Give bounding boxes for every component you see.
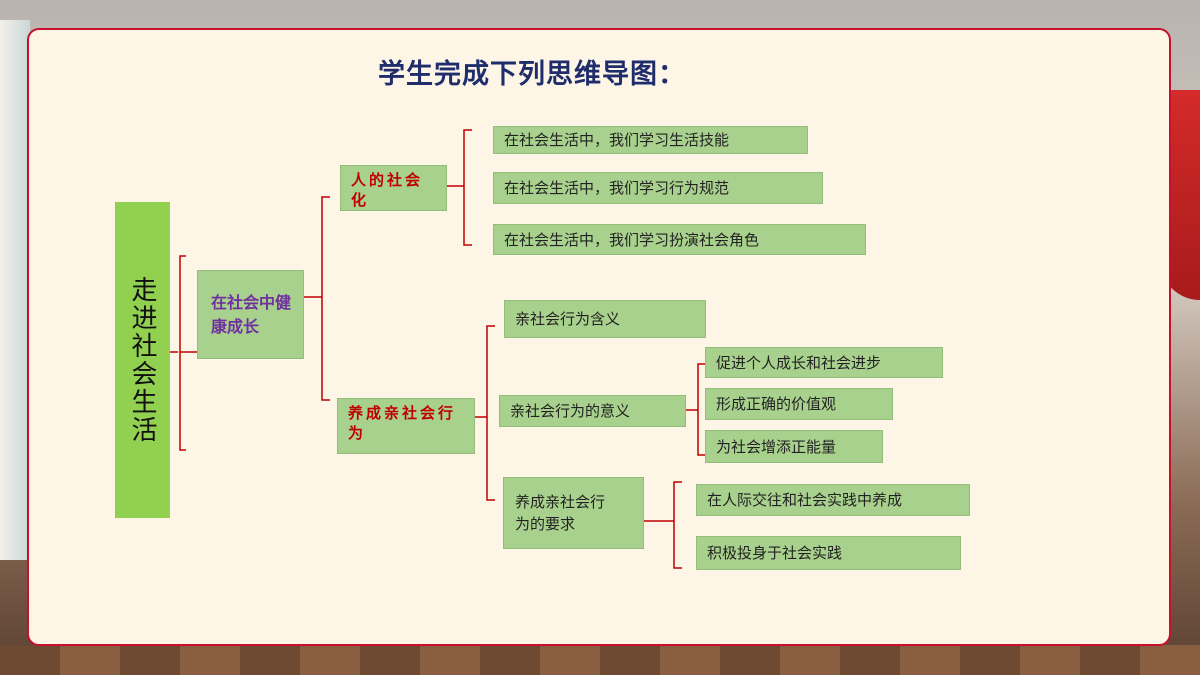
root-node: 走进社会生活 bbox=[115, 202, 170, 518]
leaf-social-practice: 积极投身于社会实践 bbox=[696, 536, 961, 570]
node-prosocial-requirement: 养成亲社会行为的要求 bbox=[503, 477, 644, 549]
leaf-life-skills: 在社会生活中，我们学习生活技能 bbox=[493, 126, 808, 154]
main-node: 在社会中健康成长 bbox=[197, 270, 304, 359]
leaf-social-roles: 在社会生活中，我们学习扮演社会角色 bbox=[493, 224, 866, 255]
branch-prosocial: 养成亲社会行为 bbox=[337, 398, 475, 454]
leaf-positive-energy: 为社会增添正能量 bbox=[705, 430, 883, 463]
branch-socialization: 人的社会化 bbox=[340, 165, 447, 211]
root-label: 走进社会生活 bbox=[127, 276, 157, 444]
page-title: 学生完成下列思维导图： bbox=[378, 59, 686, 90]
leaf-behavior-norms: 在社会生活中，我们学习行为规范 bbox=[493, 172, 823, 204]
leaf-interaction-practice: 在人际交往和社会实践中养成 bbox=[696, 484, 970, 516]
leaf-personal-growth: 促进个人成长和社会进步 bbox=[705, 347, 943, 378]
branch-prosocial-label: 养成亲社会行为 bbox=[348, 404, 457, 442]
branch-socialization-label: 人的社会化 bbox=[351, 171, 424, 209]
leaf-correct-values: 形成正确的价值观 bbox=[705, 388, 893, 420]
classroom-floor bbox=[0, 645, 1200, 675]
main-label: 在社会中健康成长 bbox=[211, 292, 292, 336]
node-prosocial-definition: 亲社会行为含义 bbox=[504, 300, 706, 338]
node-prosocial-significance: 亲社会行为的意义 bbox=[499, 395, 686, 427]
classroom-window bbox=[0, 20, 30, 560]
